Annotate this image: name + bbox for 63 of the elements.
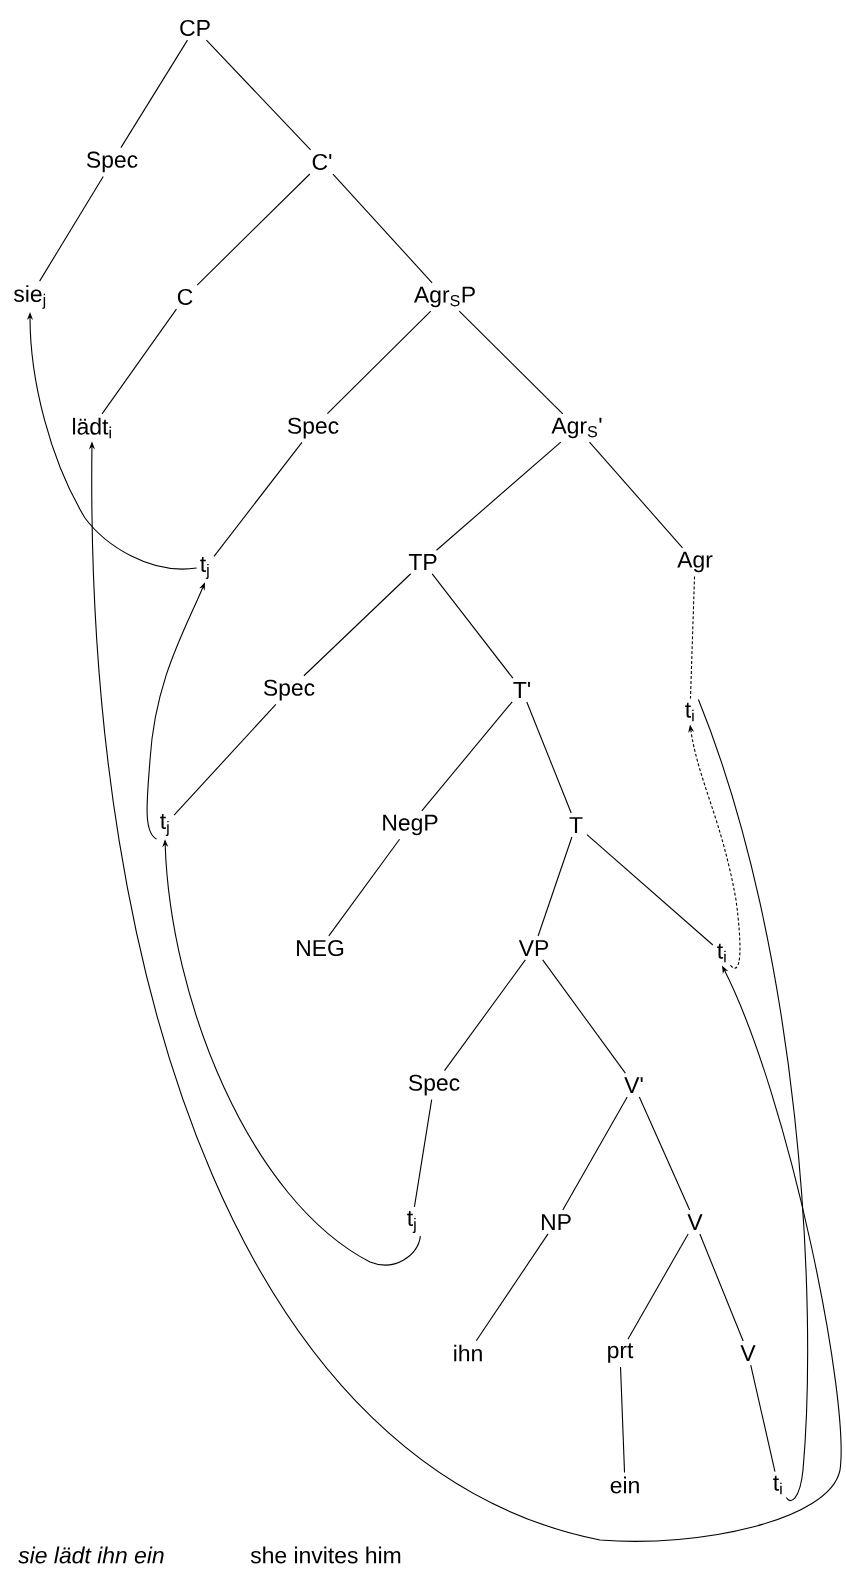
branch-line [588,441,684,549]
node-label: t$_{i}$ [773,1475,782,1495]
branch-line [458,310,564,415]
branch-line [627,1233,689,1340]
node-label: NegP [383,814,438,836]
branch-line [699,1233,744,1342]
node-label: V [687,1214,703,1230]
node-label: lädt$_{i}$ [73,417,111,439]
node-label: Agr [677,551,713,573]
branch-line [542,959,626,1074]
branch-line [196,173,311,286]
node-label: C [177,288,193,306]
branch-line [101,308,177,415]
node-label: t$_{j}$ [200,557,209,579]
node-label: T [569,817,583,833]
branch-line [303,573,412,677]
branch-line [638,1096,691,1211]
node-label: ein [610,1476,639,1494]
node-label: V [740,1345,756,1361]
branch-line [526,701,572,814]
branch-line [413,1099,433,1208]
branch-line [332,173,433,284]
branch-line [689,575,696,700]
node-label: Spec [86,151,138,173]
example-sentence: sie lädt ihn ein [18,1546,164,1564]
node-label: Agr$_{S}$' [551,417,602,439]
branch-line [537,836,573,937]
branch-line [562,1096,628,1211]
branch-line [475,1233,549,1342]
branch-line [328,838,401,937]
branch-line [431,573,514,679]
branch-line [586,834,714,946]
branch-line [326,310,432,415]
node-label: Agr$_{S}$P [414,286,475,308]
node-label: Spec [263,679,315,701]
node-label: V' [624,1077,643,1093]
branch-line [443,959,526,1072]
node-label: ihn [454,1344,482,1362]
node-label: CP [180,19,210,37]
branch-line [435,441,562,551]
node-label: t$_{i}$ [685,702,694,722]
branch-line [205,39,312,151]
node-label: sie$_{j}$ [13,285,46,309]
node-label: NEG [297,939,344,957]
translation: she invites him [250,1546,401,1564]
node-label: TP [408,554,437,570]
branch-line [120,39,189,149]
node-label: Spec [287,417,339,439]
node-label: VP [518,940,549,956]
branch-line [39,175,104,282]
node-label: t$_{i}$ [717,943,726,963]
branch-line [620,1366,626,1473]
node-label: Spec [408,1074,460,1096]
branch-line [750,1364,776,1473]
branch-line [173,703,277,816]
node-label: t$_{j}$ [407,1211,416,1233]
branch-line [213,441,303,557]
node-label: T' [513,682,531,698]
branch-line [421,701,513,812]
node-label: t$_{j}$ [160,814,169,836]
node-label: prt [608,1343,634,1363]
node-label: NP [541,1214,571,1230]
node-label: C' [312,153,332,171]
